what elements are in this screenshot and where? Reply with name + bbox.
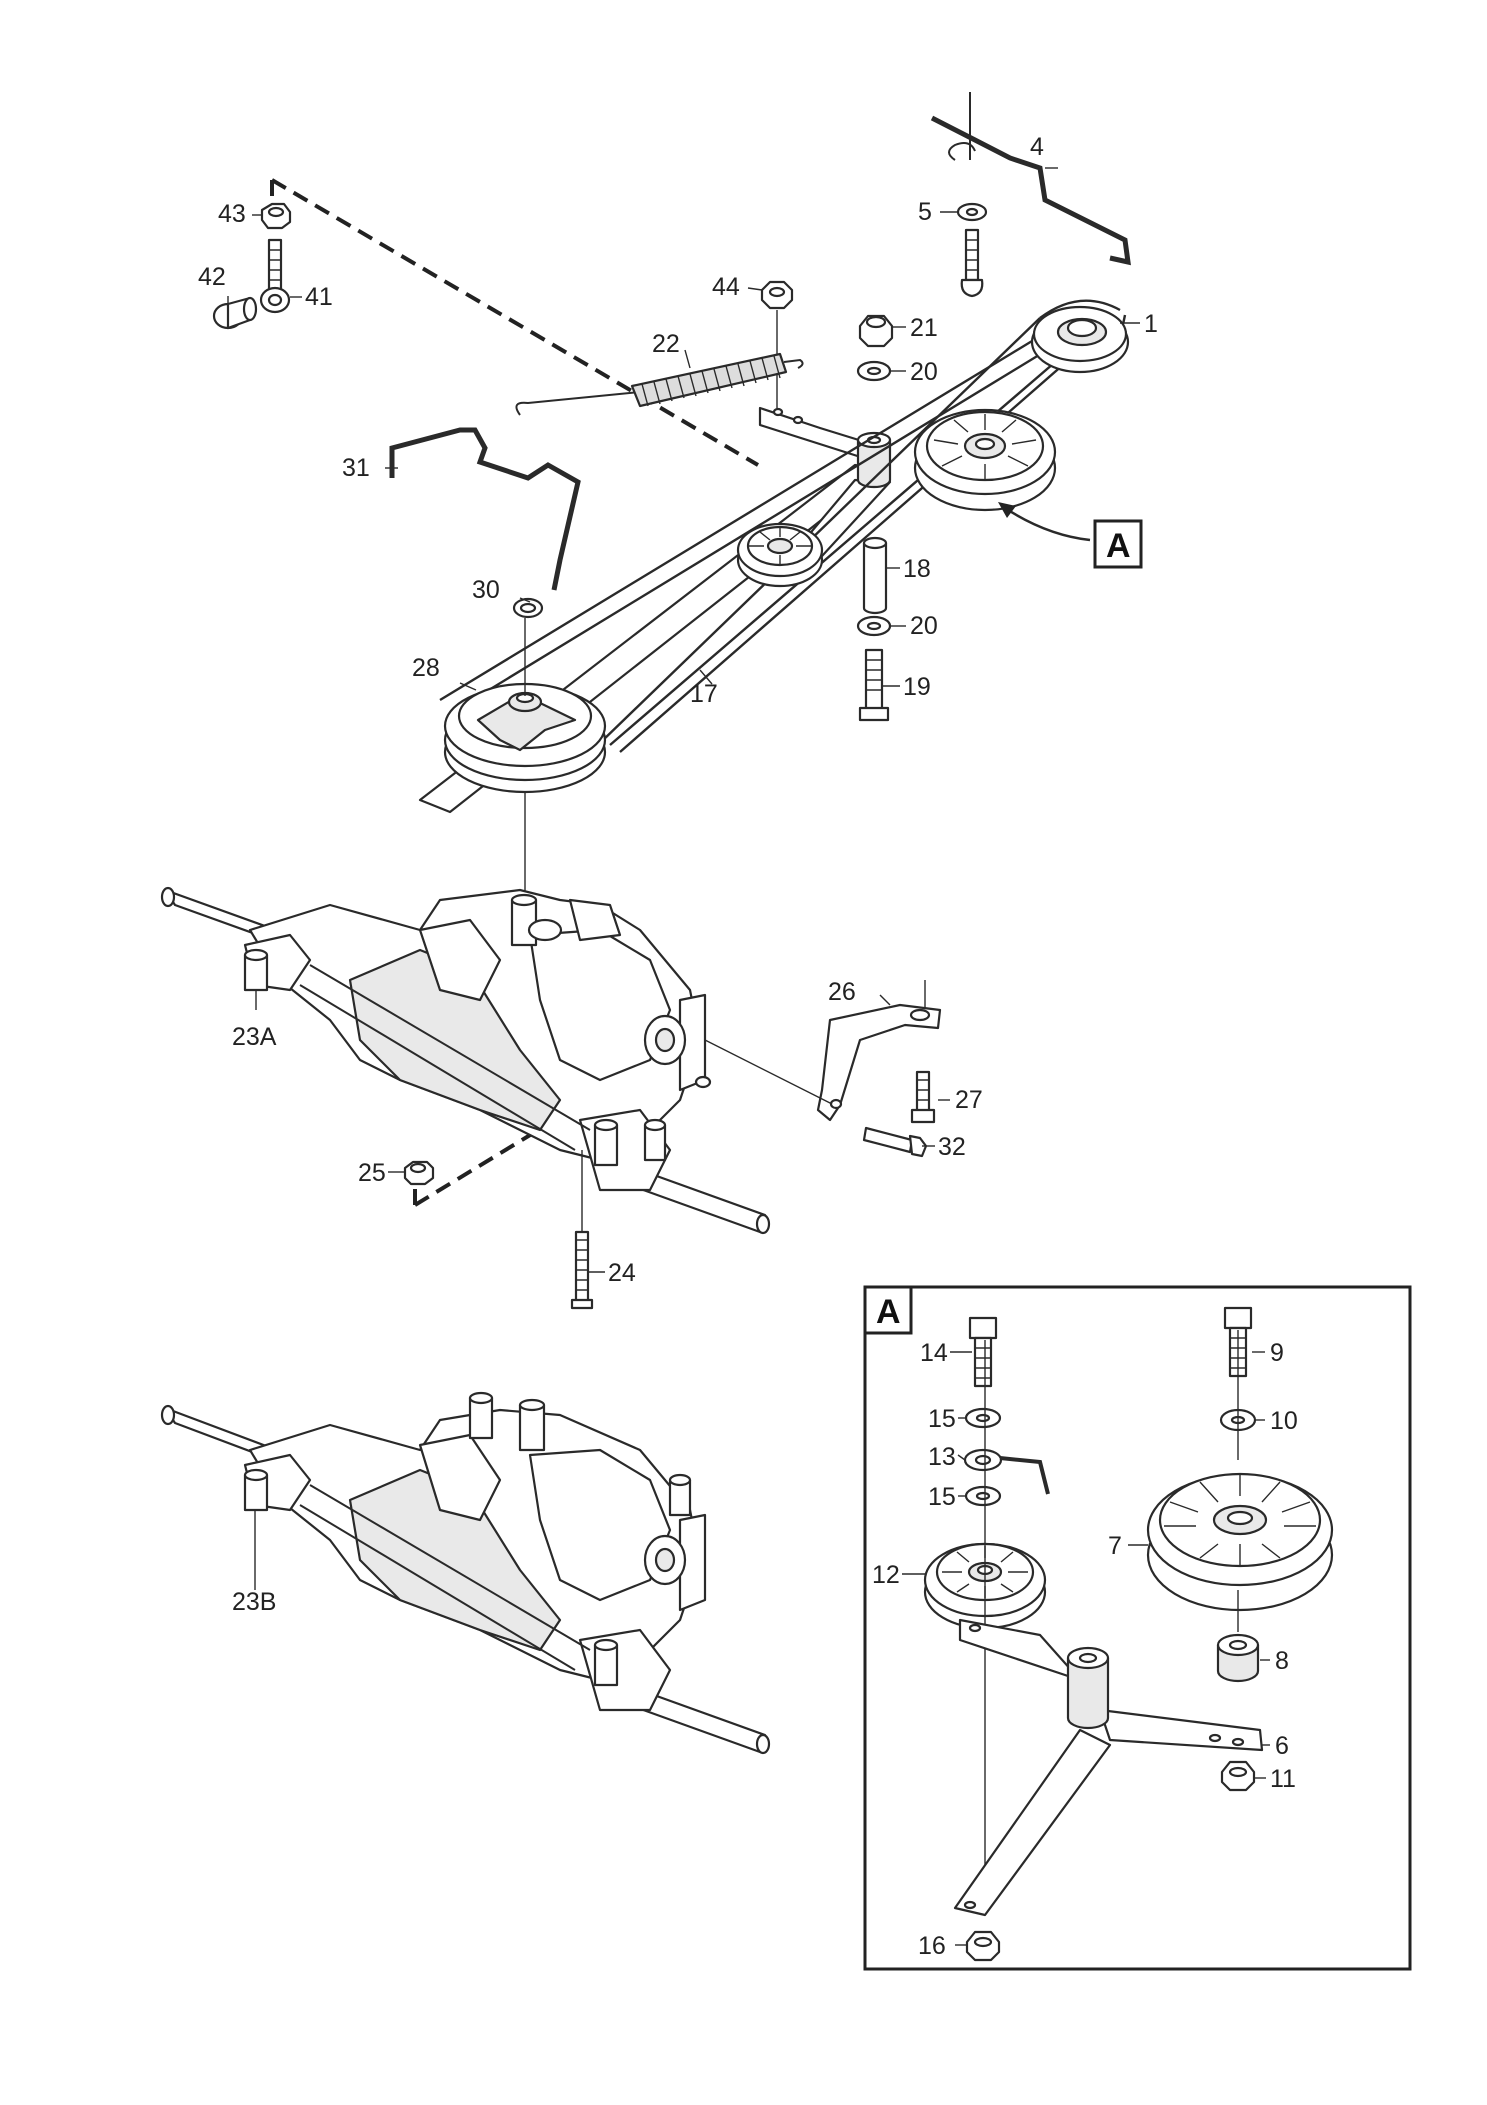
label-42: 42 (198, 263, 226, 291)
part-43-nut (260, 202, 292, 230)
label-27: 27 (955, 1086, 983, 1114)
part-31-rod (389, 427, 581, 591)
label-24: 24 (608, 1259, 636, 1287)
label-9: 9 (1270, 1339, 1284, 1367)
label-30: 30 (472, 576, 500, 604)
part-24-bolt (570, 1150, 594, 1310)
label-44: 44 (712, 273, 740, 301)
part-14-bolt (968, 1316, 998, 1388)
label-6: 6 (1275, 1732, 1289, 1760)
part-28-drive-pulley (443, 618, 607, 794)
part-8-bushing (1216, 1633, 1260, 1683)
label-23b: 23B (232, 1588, 276, 1616)
part-27-bolt (910, 1070, 936, 1124)
idler-pulley-small (736, 522, 824, 588)
inset-detail-a: A (863, 1285, 1412, 1971)
label-32: 32 (938, 1133, 966, 1161)
label-18: 18 (903, 555, 931, 583)
label-15-lower: 15 (928, 1483, 956, 1511)
label-31: 31 (342, 454, 370, 482)
part-23a-transaxle (160, 886, 771, 1235)
part-7-pulley (1146, 1472, 1334, 1612)
label-22: 22 (652, 330, 680, 358)
label-20-upper: 20 (910, 358, 938, 386)
part-20-washer-lower (856, 615, 892, 637)
label-17: 17 (690, 680, 718, 708)
part-20-washer-upper (856, 360, 892, 382)
part-30-clip (512, 597, 544, 619)
part-23b-transaxle (160, 1391, 771, 1755)
part-11-nut (1220, 1760, 1256, 1792)
part-26-bracket (704, 980, 942, 1122)
part-18-spacer (862, 536, 888, 615)
label-14: 14 (920, 1339, 948, 1367)
part-15-washer-lower (964, 1485, 1002, 1507)
callout-a-reference: A (998, 502, 1143, 569)
label-7: 7 (1108, 1532, 1122, 1560)
label-5: 5 (918, 198, 932, 226)
part-19-bolt (858, 648, 890, 722)
callout-a-main: A (1106, 527, 1131, 565)
part-13-clip (963, 1448, 1050, 1495)
part-6-idler-arm (953, 1618, 1264, 1917)
part-number-labels: 1 4 5 43 41 42 44 21 20 22 31 18 20 30 2… (198, 133, 1298, 1960)
label-23a: 23A (232, 1023, 277, 1051)
part-25-nut (403, 1160, 435, 1186)
part-41-eyebolt (259, 238, 291, 314)
part-5-washer-screw (956, 202, 988, 298)
part-16-nut (965, 1930, 1001, 1962)
label-10: 10 (1270, 1407, 1298, 1435)
part-21-nut (858, 314, 894, 348)
part-15-washer-upper (964, 1407, 1002, 1429)
part-1-pulley (1030, 305, 1130, 374)
label-8: 8 (1275, 1647, 1289, 1675)
label-28: 28 (412, 654, 440, 682)
label-12: 12 (872, 1561, 900, 1589)
label-41: 41 (305, 283, 333, 311)
part-42-bushing (212, 296, 258, 330)
callout-a-inset: A (876, 1293, 901, 1331)
idler-pulley-large (913, 408, 1057, 512)
part-44-nut (760, 280, 794, 408)
label-21: 21 (910, 314, 938, 342)
part-32-bolt (862, 1126, 928, 1158)
label-13: 13 (928, 1443, 956, 1471)
dashed-connection-spring (270, 178, 760, 467)
leader-lines (227, 167, 1270, 1946)
label-43: 43 (218, 200, 246, 228)
label-4: 4 (1030, 133, 1044, 161)
label-15-upper: 15 (928, 1405, 956, 1433)
label-11: 11 (1270, 1765, 1296, 1793)
label-16: 16 (918, 1932, 946, 1960)
label-19: 19 (903, 673, 931, 701)
label-26: 26 (828, 978, 856, 1006)
part-4-rod (930, 92, 1131, 266)
label-1: 1 (1144, 310, 1158, 338)
label-25: 25 (358, 1159, 386, 1187)
part-22-spring (515, 352, 804, 416)
label-20-lower: 20 (910, 612, 938, 640)
